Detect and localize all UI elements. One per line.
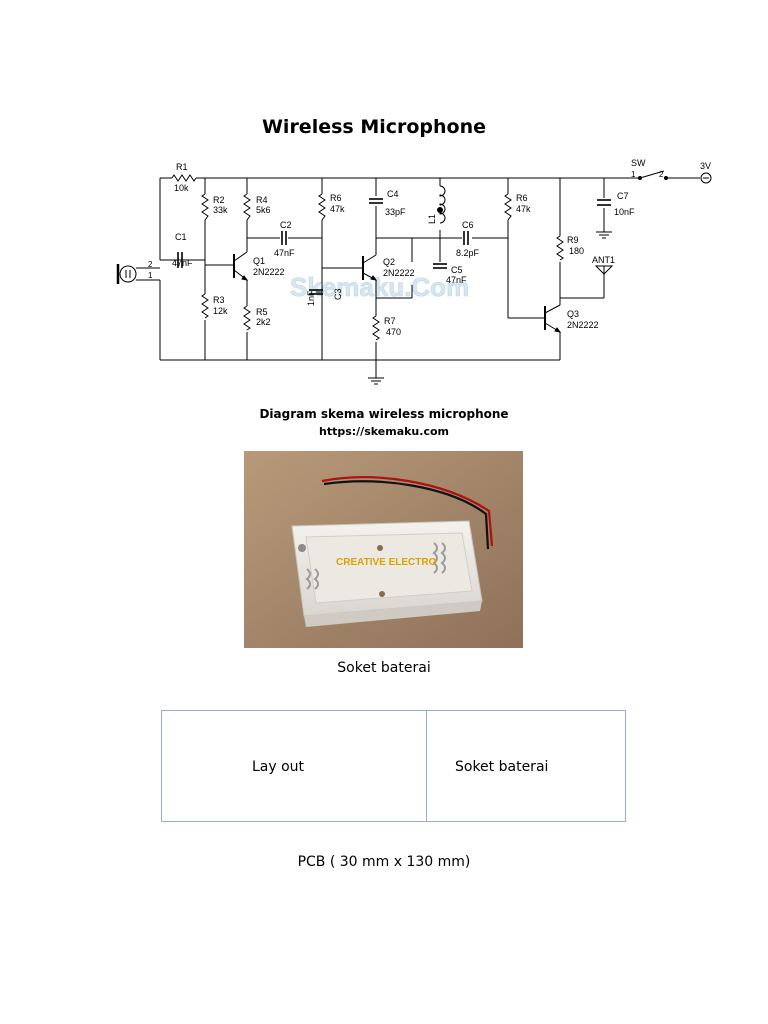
label-q2-value: 2N2222	[383, 268, 415, 278]
page-title: Wireless Microphone	[0, 116, 768, 138]
switch-sw	[638, 170, 668, 180]
label-r9-name: R9	[567, 235, 579, 245]
label-c7-name: C7	[617, 191, 629, 201]
photo-caption: Soket baterai	[337, 660, 431, 676]
label-c3-name: C3	[333, 288, 343, 300]
capacitor-c3	[309, 289, 323, 295]
pcb-left-label: Lay out	[252, 759, 305, 775]
label-r4-value: 5k6	[256, 205, 271, 215]
page-title-text: Wireless Microphone	[261, 116, 487, 138]
ground-symbol	[368, 377, 384, 385]
label-r4-name: R4	[256, 195, 268, 205]
label-c2-name: C2	[280, 220, 292, 230]
resistor-r7	[372, 315, 380, 341]
resistor-r1	[171, 174, 197, 182]
pcb-layout-box: Lay out Soket baterai	[161, 710, 626, 822]
label-r6a-name: R6	[330, 193, 342, 203]
label-r5-name: R5	[256, 307, 268, 317]
resistor-r9	[556, 235, 564, 261]
resistor-r5	[243, 305, 251, 331]
label-r6a-value: 47k	[330, 204, 345, 214]
capacitor-c1	[172, 252, 188, 268]
label-mic-pin1: 1	[148, 271, 153, 280]
capacitor-c2	[281, 231, 287, 245]
label-r7-name: R7	[384, 316, 396, 326]
pcb-caption: PCB ( 30 mm x 130 mm)	[297, 854, 471, 870]
label-r9-value: 180	[569, 246, 584, 256]
label-r2-name: R2	[213, 195, 225, 205]
label-q1-value: 2N2222	[253, 267, 285, 277]
capacitor-c4	[369, 198, 383, 204]
label-r5-value: 2k2	[256, 317, 271, 327]
inductor-l1	[439, 185, 446, 224]
label-q2-name: Q2	[383, 257, 395, 267]
label-c7-value: 10nF	[614, 207, 635, 217]
pcb-divider	[426, 711, 427, 821]
label-r2-value: 33k	[213, 205, 228, 215]
label-c4-value: 33pF	[385, 207, 406, 217]
label-q3-name: Q3	[567, 309, 579, 319]
capacitor-c5	[433, 263, 447, 269]
photo-watermark: CREATIVE ELECTRO	[336, 557, 437, 568]
resistor-r6b	[504, 193, 512, 221]
label-c5-name: C5	[451, 265, 463, 275]
label-ant-name: ANT1	[592, 255, 615, 265]
label-c5-value: 47nF	[446, 275, 467, 285]
label-c1-name: C1	[175, 232, 187, 242]
transistor-q3	[544, 304, 562, 333]
label-c1-value: 47nF	[172, 258, 193, 268]
label-r3-name: R3	[213, 295, 225, 305]
label-c2-value: 47nF	[274, 248, 295, 258]
resistor-r6a	[318, 193, 326, 221]
battery-holder-photo: CREATIVE ELECTRO	[244, 451, 523, 648]
label-c6-name: C6	[462, 220, 474, 230]
label-r7-value: 470	[386, 327, 401, 337]
pcb-right-label: Soket baterai	[455, 759, 549, 775]
label-l1-name: L1	[427, 214, 437, 224]
label-c4-name: C4	[387, 189, 399, 199]
capacitor-c6	[463, 231, 469, 245]
label-sw-pin1: 1	[631, 170, 636, 179]
transistor-q2	[362, 254, 378, 281]
wires	[140, 177, 700, 378]
schematic-source-url: https://skemaku.com	[319, 425, 449, 438]
junction-dot	[437, 207, 443, 213]
label-mic-pin2: 2	[148, 260, 153, 269]
label-q1-name: Q1	[253, 256, 265, 266]
microphone-symbol	[116, 264, 140, 284]
transistor-q1	[233, 251, 249, 281]
label-q3-value: 2N2222	[567, 320, 599, 330]
capacitor-c7	[597, 199, 611, 206]
label-c6-value: 8.2pF	[456, 248, 480, 258]
antenna-symbol	[594, 265, 614, 275]
label-supply-value: 3V	[700, 161, 711, 171]
label-r3-value: 12k	[213, 306, 228, 316]
resistor-r2	[201, 193, 209, 221]
schematic-diagram: Skemaku.Com	[116, 158, 712, 385]
schematic-watermark: Skemaku.Com	[290, 272, 469, 302]
supply-terminal	[700, 172, 712, 184]
resistor-r4	[243, 193, 251, 221]
schematic-caption: Diagram skema wireless microphone	[259, 407, 509, 421]
label-sw-name: SW	[631, 158, 646, 168]
label-c3-value: 1nF	[306, 290, 316, 306]
label-r1-name: R1	[176, 162, 188, 172]
ground-symbol	[596, 231, 612, 239]
label-sw-pin2: 2	[659, 170, 664, 179]
resistor-r3	[201, 293, 209, 319]
label-r6b-name: R6	[516, 193, 528, 203]
label-r6b-value: 47k	[516, 204, 531, 214]
label-r1-value: 10k	[174, 183, 189, 193]
